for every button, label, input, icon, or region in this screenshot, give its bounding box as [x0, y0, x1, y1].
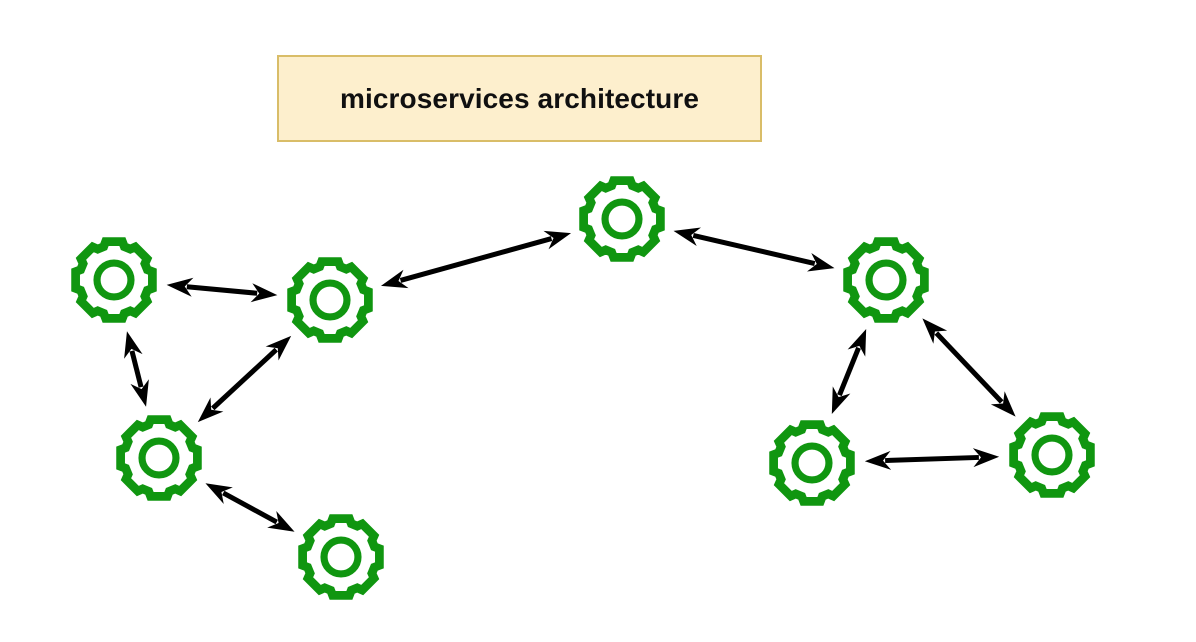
gear-icon[interactable] [293, 509, 390, 606]
gear-icon[interactable] [66, 232, 163, 329]
gear-icon[interactable] [574, 171, 671, 268]
title-box: microservices architecture [277, 55, 762, 142]
gear-icon[interactable] [838, 232, 935, 329]
gear-icon[interactable] [764, 415, 861, 512]
gear-icon[interactable] [1004, 407, 1101, 504]
page-title: microservices architecture [339, 82, 700, 114]
gear-icon[interactable] [282, 252, 379, 349]
gear-icon[interactable] [111, 410, 208, 507]
